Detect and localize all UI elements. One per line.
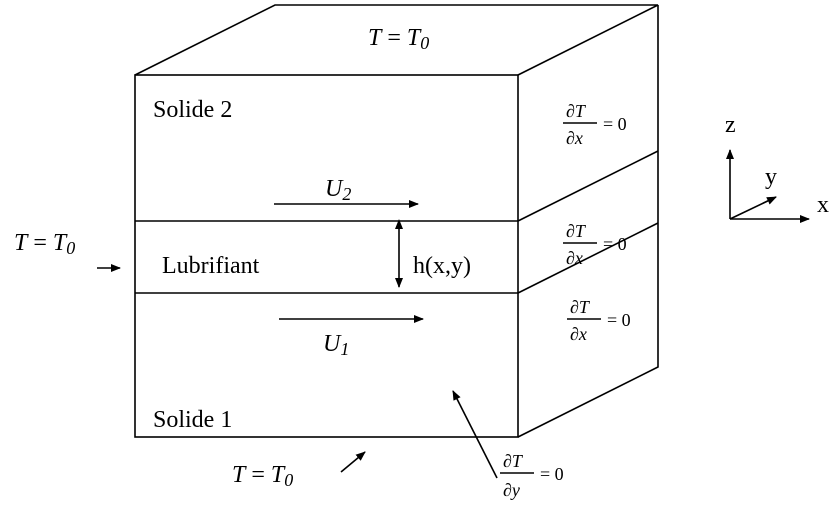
- top-face: [134, 4, 659, 76]
- u2-velocity-label: U2: [325, 176, 351, 204]
- lubricant-top-line-side: [517, 150, 659, 222]
- lubricant-label: Lubrifiant: [162, 253, 260, 279]
- right-face: [517, 5, 659, 438]
- y-axis-arrow: [729, 196, 777, 220]
- bottom-bc-arrow: [340, 451, 366, 473]
- left-boundary-condition: T = T0: [14, 230, 75, 258]
- x-axis-label: x: [817, 192, 829, 218]
- dT-dy-arrow: [452, 390, 498, 479]
- y-axis-label: y: [765, 164, 777, 190]
- solid-2-label: Solide 2: [153, 97, 232, 123]
- u1-velocity-label: U1: [323, 331, 349, 359]
- svg-text:∂x: ∂x: [566, 248, 583, 268]
- svg-text:= 0: = 0: [540, 464, 564, 484]
- coordinate-axes: z y x: [725, 112, 829, 223]
- svg-text:∂x: ∂x: [570, 324, 587, 344]
- svg-text:∂x: ∂x: [566, 128, 583, 148]
- lubricant-bottom-line-side: [517, 222, 659, 294]
- svg-text:∂T: ∂T: [566, 101, 587, 121]
- bottom-derivative-dT-dy: ∂T ∂y = 0: [500, 451, 564, 500]
- side-derivative-middle: ∂T ∂x = 0: [563, 221, 627, 268]
- side-derivative-top: ∂T ∂x = 0: [563, 101, 627, 148]
- box-outline: [134, 4, 659, 438]
- svg-text:∂y: ∂y: [503, 480, 520, 500]
- svg-text:= 0: = 0: [603, 234, 627, 254]
- front-face: [134, 74, 519, 438]
- svg-text:∂T: ∂T: [503, 451, 524, 471]
- svg-text:= 0: = 0: [603, 114, 627, 134]
- svg-text:∂T: ∂T: [570, 297, 591, 317]
- z-axis-label: z: [725, 112, 736, 138]
- gap-label: h(x,y): [413, 253, 471, 279]
- bottom-boundary-condition: T = T0: [232, 462, 293, 490]
- svg-text:∂T: ∂T: [566, 221, 587, 241]
- top-boundary-condition: T = T0: [368, 25, 429, 53]
- solid-1-label: Solide 1: [153, 407, 232, 433]
- side-derivative-bottom: ∂T ∂x = 0: [567, 297, 631, 344]
- svg-text:= 0: = 0: [607, 310, 631, 330]
